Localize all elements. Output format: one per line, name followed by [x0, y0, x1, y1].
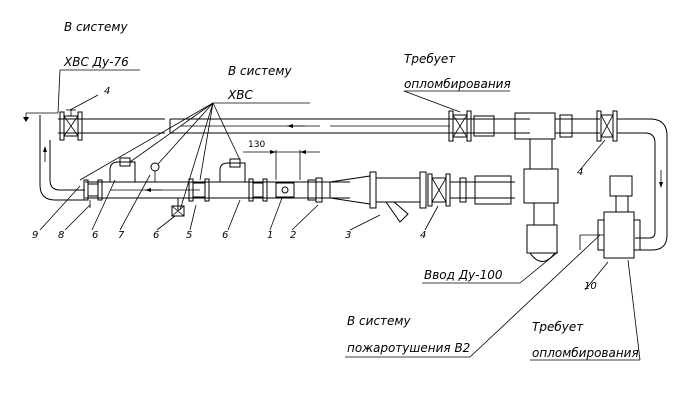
gate-valve-icon — [427, 173, 451, 207]
gate-valve-icon — [59, 109, 83, 141]
callout-4: 4 — [420, 230, 426, 241]
leader-lines — [39, 69, 641, 361]
label-seal-required-bottom-line1: Требует — [532, 320, 584, 334]
flow-arrow-icon — [145, 188, 162, 192]
flow-arrow-icon — [287, 124, 305, 128]
gate-valve-icon — [188, 178, 210, 202]
label-seal-required-top-line1: Требует — [404, 52, 456, 66]
callout-4: 4 — [104, 86, 110, 97]
callout-6: 6 — [222, 230, 228, 241]
callout-6: 6 — [92, 230, 98, 241]
gate-valve-icon — [171, 198, 185, 217]
check-valve-icon — [579, 175, 641, 259]
callout-7: 7 — [118, 230, 125, 241]
flow-arrow-icon — [43, 146, 47, 162]
pressure-gauge-icon — [150, 162, 160, 182]
dimension-mark — [243, 150, 320, 180]
flange — [307, 177, 323, 203]
gate-valve-icon — [248, 178, 268, 202]
lower-pipe-to-tee — [450, 175, 515, 205]
label-to-fire-line2: пожаротушения В2 — [347, 341, 470, 355]
callout-1: 1 — [267, 230, 273, 241]
gate-valve-icon — [448, 110, 495, 142]
flow-arrow-icon — [659, 170, 663, 188]
callout-9: 9 — [32, 230, 38, 241]
callout-2: 2 — [290, 230, 296, 241]
callout-10: 10 — [584, 281, 597, 292]
fire-branch-pipe — [617, 118, 668, 251]
label-seal-required-bottom-line2: опломбирования — [532, 346, 639, 360]
label-to-hvs-line2: ХВС — [227, 88, 253, 102]
gate-valve-icon — [596, 110, 618, 142]
tee-fitting — [514, 112, 600, 262]
label-to-hvs-du76-line1: В систему — [64, 20, 128, 34]
label-to-hvs-line1: В систему — [228, 64, 292, 78]
gate-valve-icon — [83, 179, 103, 208]
label-to-hvs-du76-line2: ХВС Ду-76 — [63, 55, 129, 69]
callout-4: 4 — [577, 167, 583, 178]
label-inlet: Ввод Ду-100 — [424, 268, 503, 282]
callout-5: 5 — [186, 230, 192, 241]
label-seal-required-top-line2: опломбирования — [404, 77, 511, 91]
dimension-label: 130 — [248, 140, 265, 150]
water-meter-icon — [275, 182, 295, 198]
callout-6: 6 — [153, 230, 159, 241]
callout-8: 8 — [58, 230, 64, 241]
callout-3: 3 — [345, 230, 351, 241]
strainer-icon — [329, 171, 427, 223]
label-to-fire-line1: В систему — [347, 314, 411, 328]
upper-main-pipe — [169, 118, 530, 134]
